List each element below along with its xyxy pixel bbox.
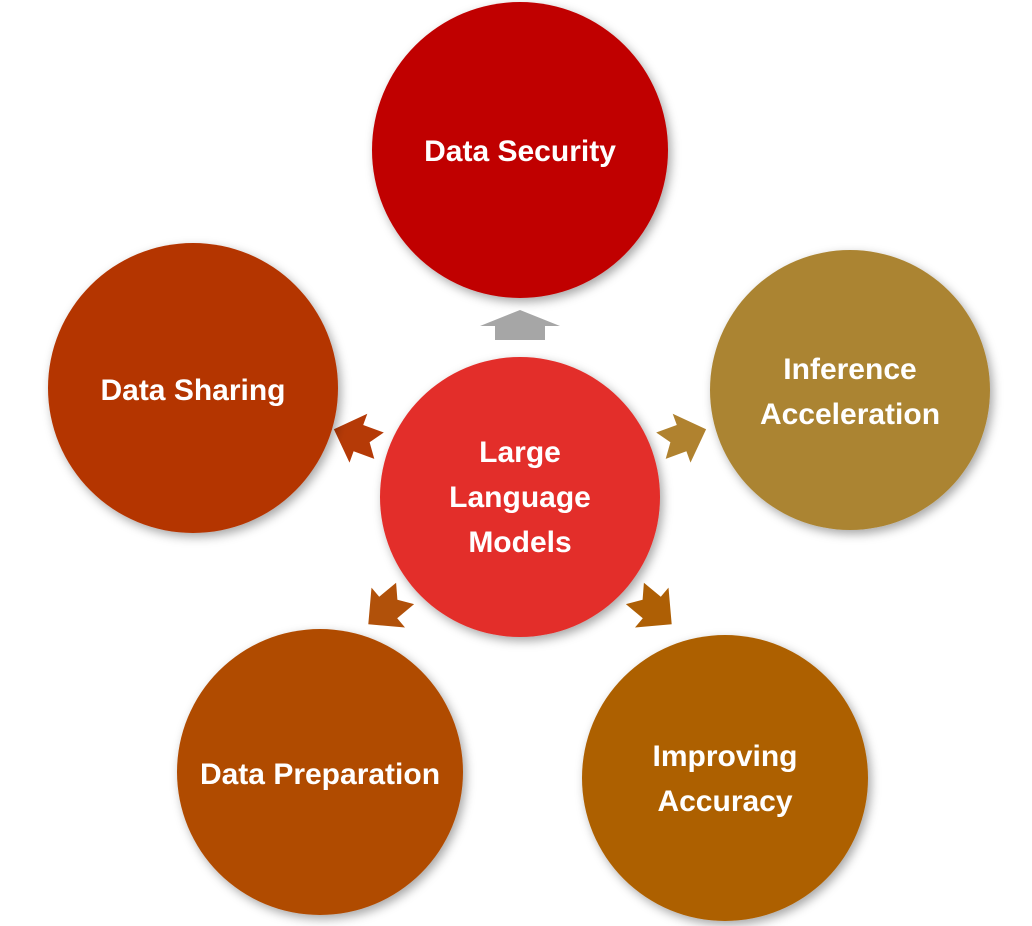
node-data-sharing-circle	[48, 243, 338, 533]
center-label-line2: Language	[449, 481, 591, 514]
node-inference-acceleration: Inference Acceleration	[710, 250, 990, 530]
center-label-line1: Large	[479, 436, 561, 469]
arrow-to-data-preparation	[368, 582, 415, 628]
node-inference-acceleration-label-line1: Inference	[783, 353, 916, 386]
arrow-to-inference-acceleration	[656, 413, 707, 463]
node-data-preparation: Data Preparation	[177, 629, 463, 915]
arrow-to-improving-accuracy	[625, 582, 672, 628]
node-improving-accuracy-label-line2: Accuracy	[657, 785, 792, 818]
node-data-security: Data Security	[372, 2, 668, 298]
arrow-to-data-security	[480, 310, 560, 340]
arrow-to-data-sharing	[333, 413, 384, 463]
arrows-group	[333, 310, 707, 628]
node-data-sharing-label: Data Sharing	[100, 374, 285, 407]
node-data-preparation-circle	[177, 629, 463, 915]
node-inference-acceleration-circle	[710, 250, 990, 530]
node-data-security-circle	[372, 2, 668, 298]
center-node-circle	[380, 357, 660, 637]
node-improving-accuracy-circle	[582, 635, 868, 921]
node-data-sharing: Data Sharing	[48, 243, 338, 533]
node-inference-acceleration-label-line2: Acceleration	[760, 398, 940, 431]
center-label-line3: Models	[468, 526, 571, 559]
node-data-security-label: Data Security	[424, 135, 616, 168]
center-node: Large Language Models	[380, 357, 660, 637]
node-improving-accuracy: Improving Accuracy	[582, 635, 868, 921]
node-data-preparation-label: Data Preparation	[200, 758, 440, 791]
node-improving-accuracy-label-line1: Improving	[652, 740, 797, 773]
